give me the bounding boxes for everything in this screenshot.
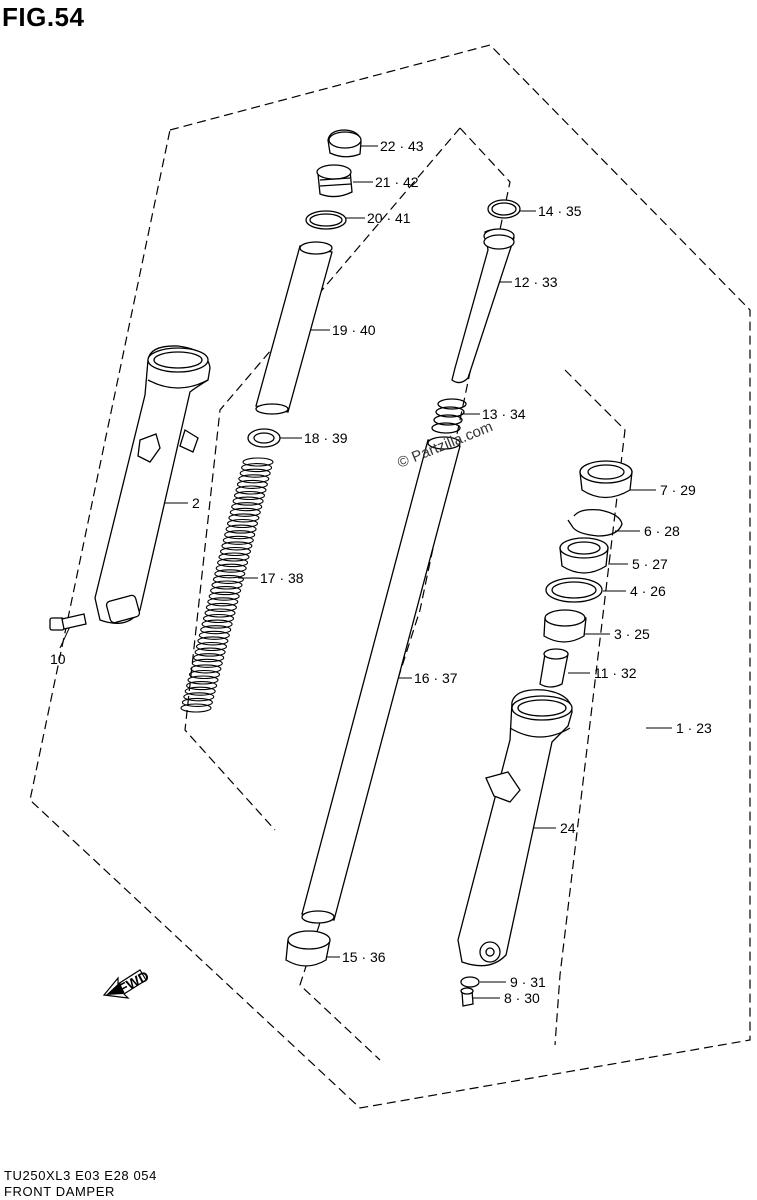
fwd-label: FWD [116,968,152,997]
callout-21: 21 · 42 [375,174,419,190]
callout-5: 5 · 27 [632,556,668,572]
part-13-rebound-spring [431,398,467,434]
callout-13: 13 · 34 [482,406,526,422]
part-6-snap-ring [567,508,623,537]
callout-9: 9 · 31 [510,974,546,990]
inner-cylinder-boundary [299,127,511,1061]
figure-title: FIG.54 [2,2,85,32]
callout-6: 6 · 28 [644,523,680,539]
part-24-outer-tube [457,689,573,967]
part-19-spacer-tube [255,245,333,413]
callout-7: 7 · 29 [660,482,696,498]
callout-14: 14 · 35 [538,203,582,219]
callout-4: 4 · 26 [630,583,666,599]
callout-15: 15 · 36 [342,949,386,965]
part-8-drain-bolt [460,987,474,1007]
part-2-outer-tube [94,345,211,624]
callout-10: 10 [50,651,66,667]
part-12-damper-rod [451,228,515,384]
outer-assembly-boundary [29,44,751,1109]
callout-8: 8 · 30 [504,990,540,1006]
callout-17: 17 · 38 [260,570,304,586]
part-17-fork-spring [180,457,274,713]
callout-16: 16 · 37 [414,670,458,686]
callout-12: 12 · 33 [514,274,558,290]
callout-22: 22 · 43 [380,138,424,154]
inner-spring-boundary [184,127,461,831]
callout-3: 3 · 25 [614,626,650,642]
fwd-arrow-icon: FWD [102,968,152,999]
callout-24: 24 [560,820,576,836]
part-9-washer [460,976,480,988]
callout-18: 18 · 39 [304,430,348,446]
callout-20: 20 · 41 [367,210,411,226]
callout-1: 1 · 23 [676,720,712,736]
callout-11: 11 · 32 [594,665,637,681]
callout-19: 19 · 40 [332,322,376,338]
model-code: TU250XL3 E03 E28 054 [4,1168,157,1183]
part-10-bolt [49,613,87,631]
outer-tube-boundary [554,369,626,1046]
section-name: FRONT DAMPER [4,1184,115,1199]
callout-2: 2 [192,495,200,511]
